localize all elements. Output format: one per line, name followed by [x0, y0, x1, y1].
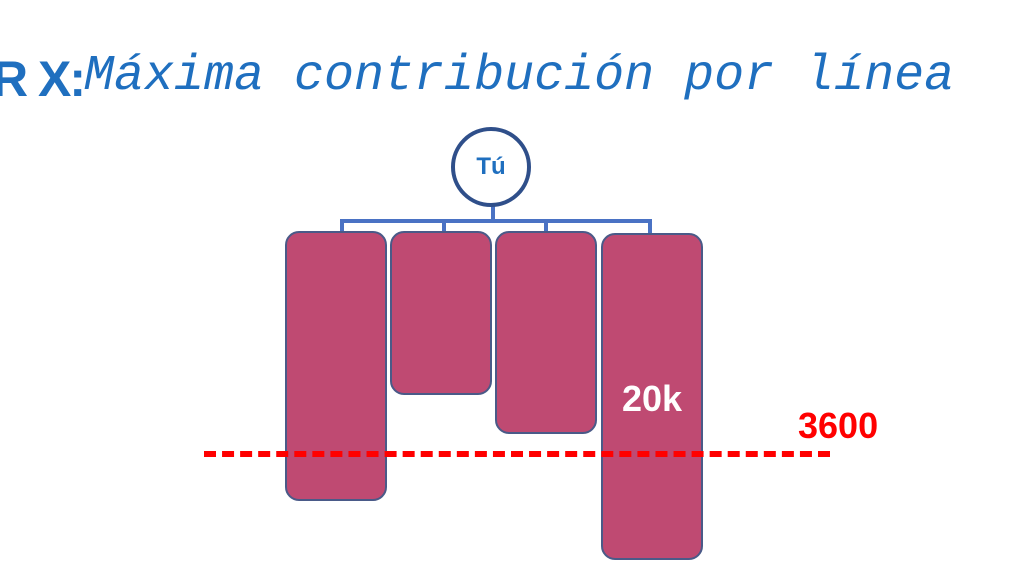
line-bar-4-label: 20k [621, 378, 683, 419]
connector-drop-1 [340, 219, 344, 235]
connector-drop-3 [544, 219, 548, 235]
title-prefix: R X: [0, 51, 86, 107]
line-bar-4 [601, 233, 703, 560]
connector-root-stem [491, 205, 495, 221]
line-bar-2 [390, 231, 492, 395]
line-bar-3 [495, 231, 597, 434]
root-node: Tú [451, 127, 531, 207]
connector-drop-4 [648, 219, 652, 235]
threshold-label: 3600 [798, 405, 879, 446]
connector-horizontal [340, 219, 652, 223]
line-bar-1 [285, 231, 387, 501]
slide-title: Máxima contribución por línea [84, 48, 955, 105]
root-node-label: Tú [476, 153, 506, 180]
threshold-line [204, 451, 830, 457]
connector-drop-2 [442, 219, 446, 235]
